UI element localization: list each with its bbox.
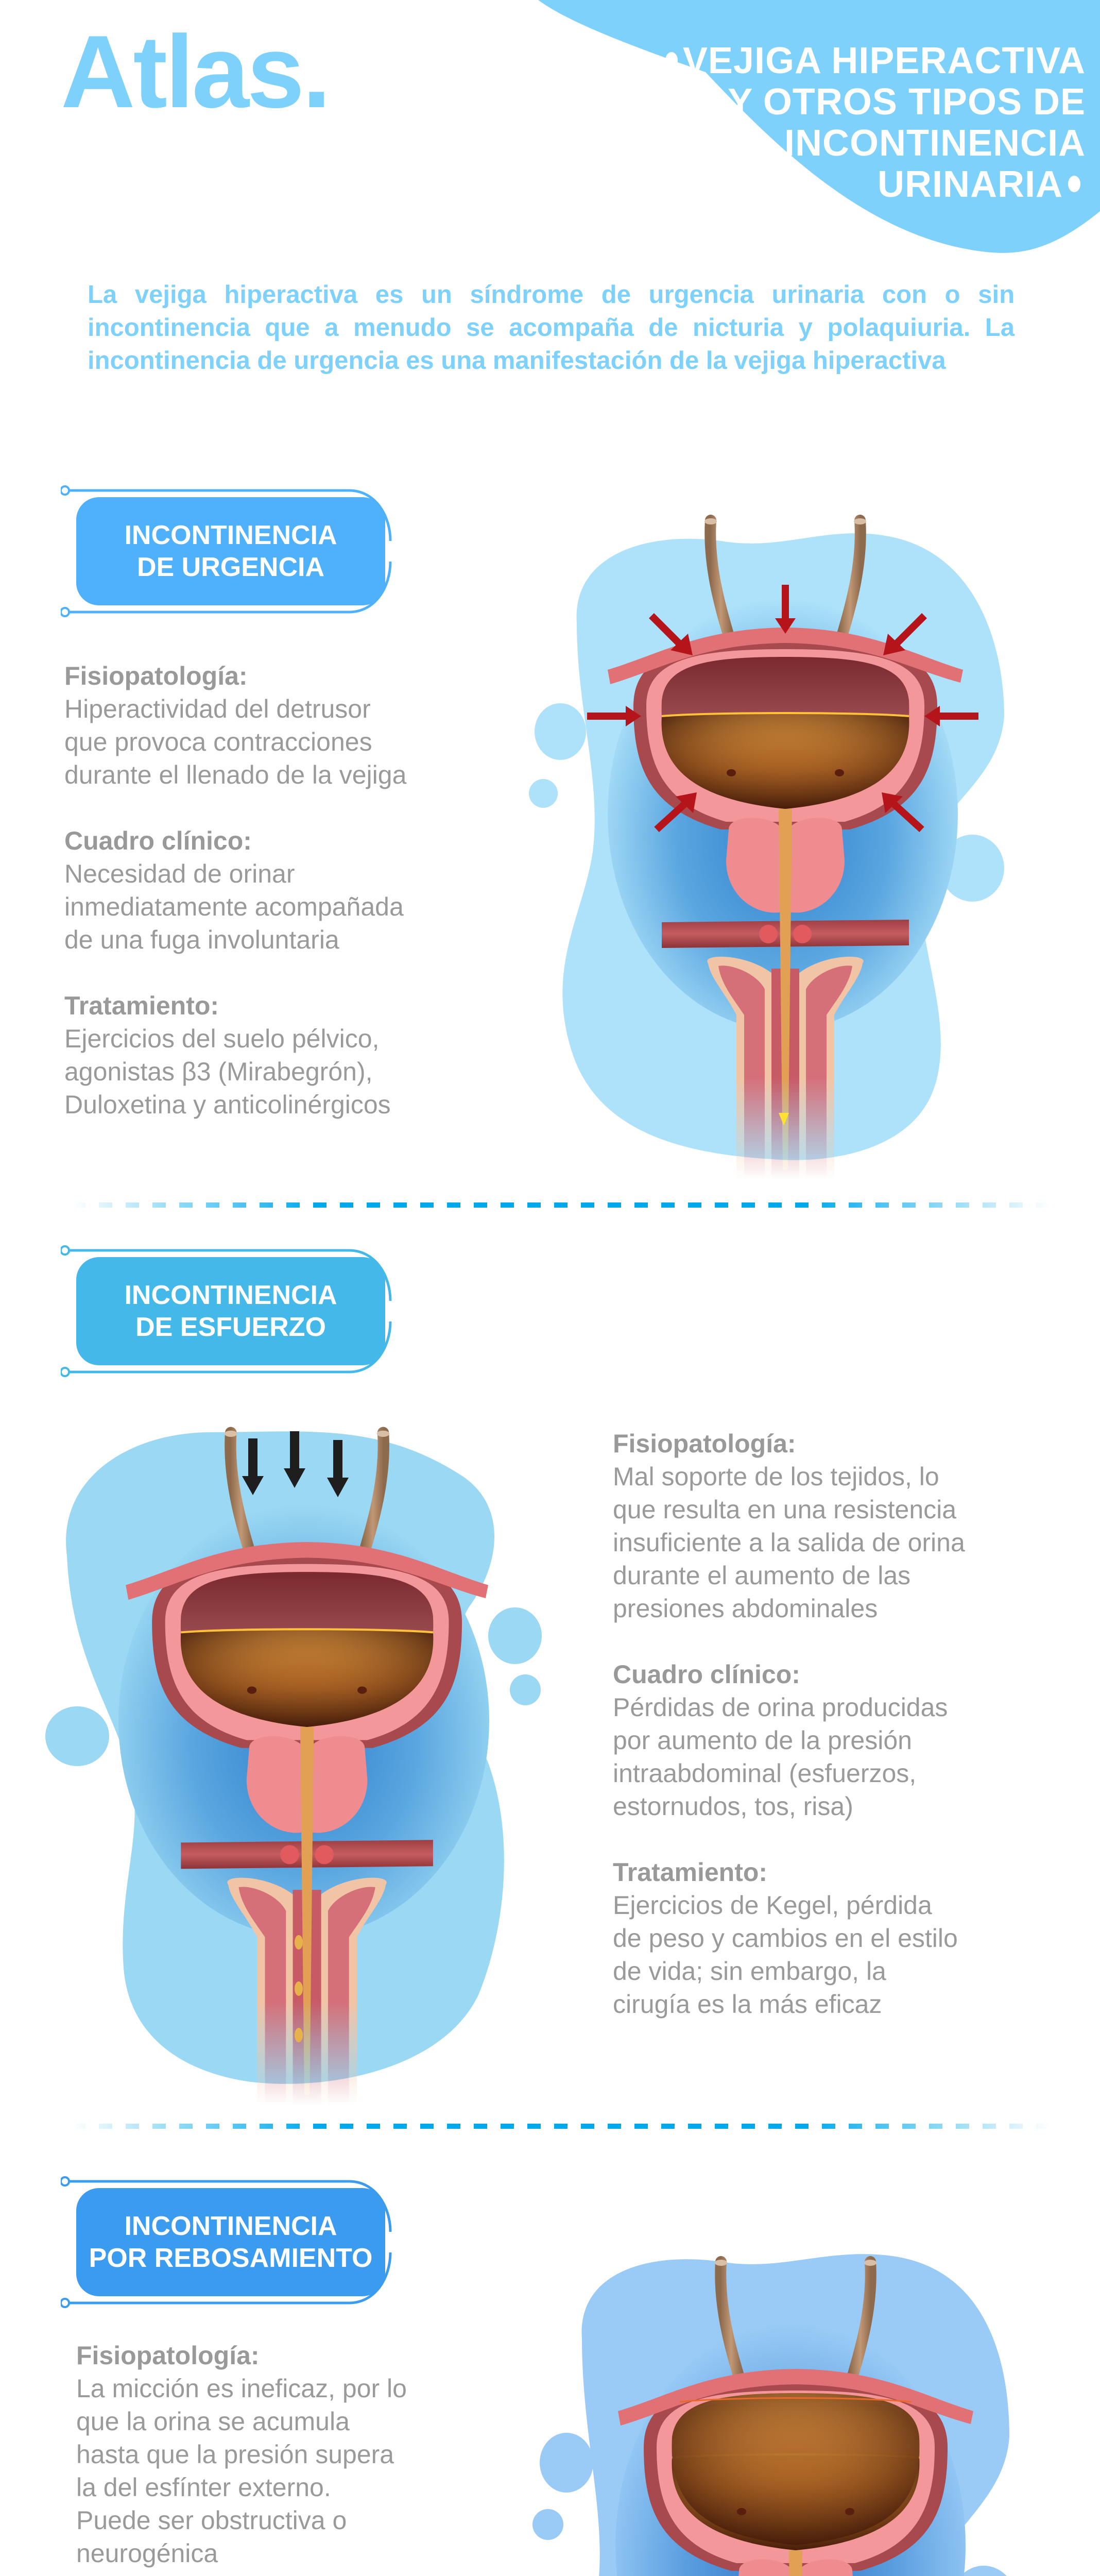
- intro-paragraph: La vejiga hiperactiva es un síndrome de …: [88, 281, 1015, 375]
- cuadro-clinico-text: Pérdidas de orina producidas por aumento…: [613, 1693, 948, 1821]
- tratamiento-text: Ejercicios del suelo pélvico, agonistas …: [64, 1024, 391, 1119]
- cuadro-clinico-label: Cuadro clínico:: [64, 826, 252, 855]
- fisiopatologia-text: Mal soporte de los tejidos, lo que resul…: [613, 1462, 965, 1623]
- section-text-rebosamiento: Fisiopatología: La micción es ineficaz, …: [76, 2339, 519, 2576]
- section-header-urgencia: INCONTINENCIA DE URGENCIA: [61, 479, 396, 623]
- section-title-pill: INCONTINENCIA DE ESFUERZO: [76, 1257, 385, 1365]
- tratamiento-text: Ejercicios de Kegel, pérdida de peso y c…: [613, 1891, 958, 2019]
- section-divider: [72, 1202, 1051, 1208]
- fisiopatologia-label: Fisiopatología:: [76, 2341, 260, 2370]
- section-header-esfuerzo: INCONTINENCIA DE ESFUERZO: [61, 1239, 396, 1383]
- tratamiento-label: Tratamiento:: [613, 1858, 768, 1887]
- fisiopatologia-text: La micción es ineficaz, por lo que la or…: [76, 2374, 407, 2568]
- bladder-overflow-full-icon: [532, 2210, 1009, 2576]
- bladder-abdominal-pressure-black-arrows-icon: [45, 1401, 542, 2112]
- section-text-urgencia: Fisiopatología: Hiperactividad del detru…: [64, 659, 518, 1121]
- fisiopatologia-label: Fisiopatología:: [64, 662, 248, 690]
- section-title-pill: INCONTINENCIA DE URGENCIA: [76, 497, 385, 605]
- bullet-icon: [665, 52, 678, 69]
- bladder-contraction-red-arrows-icon: [529, 495, 1004, 1185]
- section-divider: [72, 2124, 1051, 2129]
- section-text-esfuerzo: Fisiopatología: Mal soporte de los tejid…: [613, 1427, 1076, 2021]
- page-title: VEJIGA HIPERACTIVA Y OTROS TIPOS DE INCO…: [571, 40, 1086, 205]
- tratamiento-label: Tratamiento:: [64, 991, 219, 1020]
- section-header-rebosamiento: INCONTINENCIA POR REBOSAMIENTO: [61, 2170, 396, 2314]
- cuadro-clinico-text: Necesidad de orinar inmediatamente acomp…: [64, 859, 404, 954]
- atlas-logo: Atlas.: [61, 14, 331, 129]
- fisiopatologia-text: Hiperactividad del detrusor que provoca …: [64, 694, 407, 789]
- cuadro-clinico-label: Cuadro clínico:: [613, 1660, 800, 1689]
- fisiopatologia-label: Fisiopatología:: [613, 1429, 796, 1458]
- section-title-pill: INCONTINENCIA POR REBOSAMIENTO: [76, 2188, 385, 2296]
- header-background-shape: [538, 0, 1100, 253]
- bullet-icon: [1068, 175, 1080, 192]
